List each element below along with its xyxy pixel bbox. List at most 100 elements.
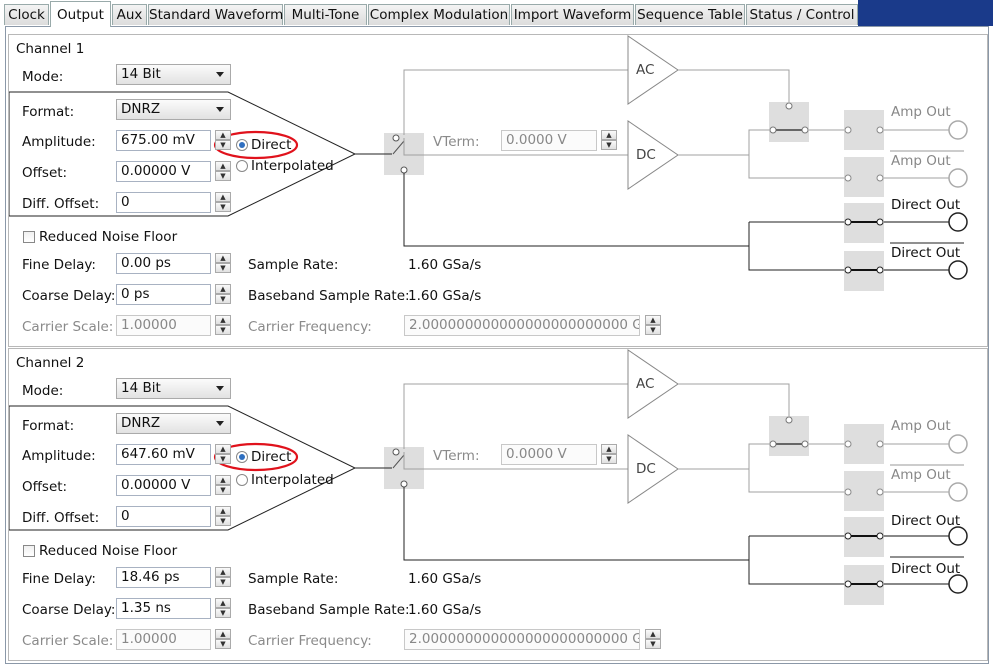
channel2-baseband-sample-rate-value: 1.60 GSa/s xyxy=(408,602,482,618)
tab-sequence-table[interactable]: Sequence Table xyxy=(635,4,745,25)
spin-up-icon[interactable]: ▲ xyxy=(215,506,231,516)
channel2-diff-offset-spinner[interactable]: ▲▼ xyxy=(215,506,231,527)
channel1-direct-radio[interactable] xyxy=(236,139,248,151)
channel2-direct-out-inv-label: Direct Out xyxy=(891,561,961,577)
channel1-signal-diagram xyxy=(9,35,968,291)
tab-status-control[interactable]: Status / Control xyxy=(746,4,858,25)
channel2-amplitude-spinner[interactable]: ▲▼ xyxy=(215,444,231,465)
channel2-format-label: Format: xyxy=(22,418,75,434)
channel2-mode-dropdown[interactable]: 14 Bit xyxy=(116,378,231,399)
channel1-format-dropdown[interactable]: DNRZ xyxy=(116,99,231,120)
tab-output[interactable]: Output xyxy=(50,1,111,27)
spin-down-icon[interactable]: ▼ xyxy=(215,485,231,495)
chevron-down-icon xyxy=(216,72,224,77)
channel1-baseband-sample-rate-label: Baseband Sample Rate: xyxy=(248,288,410,304)
tab-aux[interactable]: Aux xyxy=(112,4,147,25)
channel2-fine-delay-field[interactable]: 18.46 ps xyxy=(116,567,211,588)
channel1-vterm-spinner: ▲▼ xyxy=(601,130,617,151)
spin-up-icon[interactable]: ▲ xyxy=(215,567,231,577)
spin-up-icon[interactable]: ▲ xyxy=(215,284,231,294)
spin-up-icon[interactable]: ▲ xyxy=(215,253,231,263)
channel1-ac-label: AC xyxy=(636,62,655,78)
channel2-fine-delay-spinner[interactable]: ▲▼ xyxy=(215,567,231,588)
channel1-carrier-scale-label: Carrier Scale: xyxy=(22,319,114,335)
channel2-mode-label: Mode: xyxy=(22,383,64,399)
spin-down-icon[interactable]: ▼ xyxy=(215,202,231,212)
channel2-diff-offset-label: Diff. Offset: xyxy=(22,510,100,526)
channel1-diff-offset-spinner[interactable]: ▲▼ xyxy=(215,192,231,213)
channel1-offset-field[interactable]: 0.00000 V xyxy=(116,161,211,182)
channel1-interpolated-radio[interactable] xyxy=(236,160,248,172)
channel2-amplitude-label: Amplitude: xyxy=(22,448,96,464)
channel1-diff-offset-label: Diff. Offset: xyxy=(22,196,100,212)
spin-up-icon[interactable]: ▲ xyxy=(215,130,231,140)
channel1-direct-label[interactable]: Direct xyxy=(251,137,292,153)
channel2-direct-label[interactable]: Direct xyxy=(251,449,292,465)
spin-up-icon[interactable]: ▲ xyxy=(215,598,231,608)
spin-down-icon[interactable]: ▼ xyxy=(215,516,231,526)
channel1-reduced-noise-checkbox[interactable] xyxy=(23,231,35,243)
channel2-diff-offset-field[interactable]: 0 xyxy=(116,506,211,527)
channel2-offset-spinner[interactable]: ▲▼ xyxy=(215,475,231,496)
spin-down-icon[interactable]: ▼ xyxy=(215,263,231,273)
channel1-vterm-label: VTerm: xyxy=(433,134,480,150)
tab-complex-modulation[interactable]: Complex Modulation xyxy=(368,4,510,25)
channel2-vterm-label: VTerm: xyxy=(433,448,480,464)
channel2-format-dropdown[interactable]: DNRZ xyxy=(116,413,231,434)
channel1-coarse-delay-spinner[interactable]: ▲▼ xyxy=(215,284,231,305)
channel2-sample-rate-label: Sample Rate: xyxy=(248,571,339,587)
channel1-fine-delay-spinner[interactable]: ▲▼ xyxy=(215,253,231,274)
channel2-amplitude-field[interactable]: 647.60 mV xyxy=(116,444,211,465)
channel1-coarse-delay-label: Coarse Delay: xyxy=(22,288,116,304)
channel2-interpolated-radio[interactable] xyxy=(236,474,248,486)
channel1-carrier-scale-field: 1.00000 xyxy=(116,315,211,336)
channel1-reduced-noise-label[interactable]: Reduced Noise Floor xyxy=(39,229,178,245)
tab-clock[interactable]: Clock xyxy=(4,4,49,25)
channel2-direct-radio[interactable] xyxy=(236,451,248,463)
spin-down-icon: ▼ xyxy=(645,639,661,649)
spin-down-icon[interactable]: ▼ xyxy=(215,294,231,304)
channel1-format-label: Format: xyxy=(22,104,75,120)
channel1-baseband-sample-rate-value: 1.60 GSa/s xyxy=(408,288,482,304)
channel1-fine-delay-field[interactable]: 0.00 ps xyxy=(116,253,211,274)
spin-down-icon: ▼ xyxy=(601,454,617,464)
channel1-interpolated-label[interactable]: Interpolated xyxy=(251,158,334,174)
channel2-reduced-noise-label[interactable]: Reduced Noise Floor xyxy=(39,543,178,559)
channel2-coarse-delay-spinner[interactable]: ▲▼ xyxy=(215,598,231,619)
spin-up-icon: ▲ xyxy=(601,444,617,454)
channel2-reduced-noise-checkbox[interactable] xyxy=(23,545,35,557)
tab-import-waveform[interactable]: Import Waveform xyxy=(511,4,634,25)
channel1-format-value: DNRZ xyxy=(121,101,161,117)
channel2-title: Channel 2 xyxy=(16,355,85,371)
channel1-coarse-delay-field[interactable]: 0 ps xyxy=(116,284,211,305)
channel1-mode-dropdown[interactable]: 14 Bit xyxy=(116,64,231,85)
spin-up-icon[interactable]: ▲ xyxy=(215,161,231,171)
channel1-carrier-scale-spinner: ▲▼ xyxy=(215,315,231,336)
spin-down-icon[interactable]: ▼ xyxy=(215,577,231,587)
channel2-coarse-delay-field[interactable]: 1.35 ns xyxy=(116,598,211,619)
channel1-amplitude-label: Amplitude: xyxy=(22,134,96,150)
tab-multi-tone[interactable]: Multi-Tone xyxy=(284,4,367,25)
spin-down-icon[interactable]: ▼ xyxy=(215,140,231,150)
channel1-offset-spinner[interactable]: ▲▼ xyxy=(215,161,231,182)
channel2-offset-field[interactable]: 0.00000 V xyxy=(116,475,211,496)
spin-down-icon[interactable]: ▼ xyxy=(215,171,231,181)
spin-down-icon[interactable]: ▼ xyxy=(215,454,231,464)
spin-up-icon[interactable]: ▲ xyxy=(215,192,231,202)
tab-standard-waveform[interactable]: Standard Waveform xyxy=(148,4,283,25)
channel2-group: Channel 2 Mode: 14 Bit Format: DNRZ Ampl… xyxy=(8,348,988,661)
channel2-carrier-scale-spinner: ▲▼ xyxy=(215,629,231,650)
channel1-mode-value: 14 Bit xyxy=(121,66,161,82)
spin-up-icon[interactable]: ▲ xyxy=(215,444,231,454)
spin-up-icon: ▲ xyxy=(215,629,231,639)
channel1-diff-offset-field[interactable]: 0 xyxy=(116,192,211,213)
channel2-signal-diagram xyxy=(9,349,968,605)
chevron-down-icon xyxy=(216,421,224,426)
spin-down-icon[interactable]: ▼ xyxy=(215,608,231,618)
channel1-vterm-field: 0.0000 V xyxy=(501,130,597,151)
channel1-amplitude-field[interactable]: 675.00 mV xyxy=(116,130,211,151)
channel1-amplitude-spinner[interactable]: ▲▼ xyxy=(215,130,231,151)
spin-down-icon: ▼ xyxy=(601,140,617,150)
spin-up-icon[interactable]: ▲ xyxy=(215,475,231,485)
channel2-interpolated-label[interactable]: Interpolated xyxy=(251,472,334,488)
